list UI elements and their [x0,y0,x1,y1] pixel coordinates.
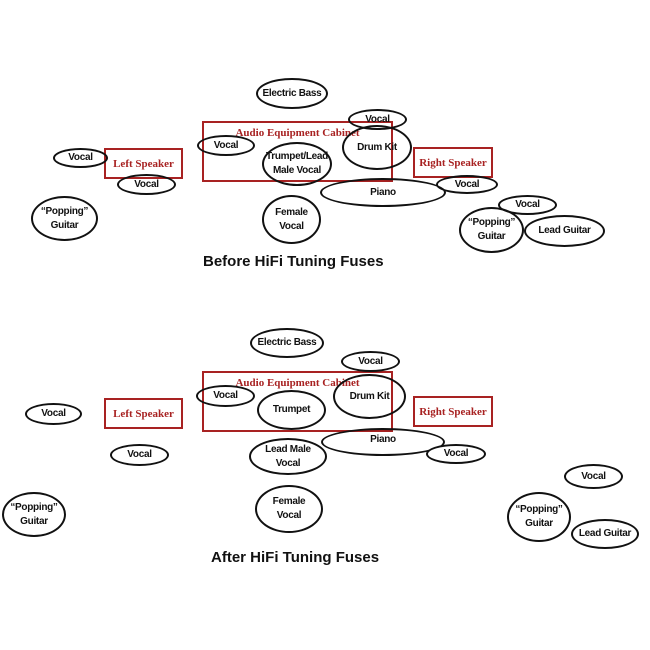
before-vocal-cabinet-label: Vocal [213,139,239,151]
before-right-speaker-label: Right Speaker [419,156,487,169]
after-trumpet-label: Trumpet [272,404,311,415]
after-audio-cabinet-label: Audio Equipment Cabinet [235,377,360,389]
after-vocal-right: Vocal [426,444,486,464]
after-popping-guitar-left-label: “Popping” Guitar [10,501,58,527]
before-trumpet-lead-male-vocal-label: Trumpet/Lead Male Vocal [266,151,328,176]
before-right-speaker-box: Right Speaker [413,147,493,178]
before-left-speaker-label: Left Speaker [113,157,174,170]
after-popping-guitar-left: “Popping” Guitar [2,492,66,537]
after-lead-guitar: Lead Guitar [571,519,639,549]
after-caption: After HiFi Tuning Fuses [211,549,380,566]
after-vocal-left: Vocal [110,444,169,466]
after-piano: Piano [321,428,445,456]
before-vocal-cabinet: Vocal [197,135,255,156]
before-trumpet-lead-male-vocal: Trumpet/Lead Male Vocal [262,142,332,186]
before-drum-kit-label: Drum Kit [357,141,397,153]
after-vocal-top: Vocal [341,351,400,372]
after-vocal-far-left: Vocal [25,403,82,425]
after-vocal-cabinet-label: Vocal [213,390,238,401]
after-popping-guitar-right: “Popping” Guitar [507,492,571,542]
before-vocal-far-right-label: Vocal [515,199,540,210]
after-vocal-right-label: Vocal [443,448,469,459]
before-piano-label: Piano [370,186,396,198]
after-electric-bass: Electric Bass [250,328,324,358]
before-vocal-left-outer-label: Vocal [68,152,93,163]
after-popping-guitar-right-label: “Popping” Guitar [515,504,563,529]
before-caption: Before HiFi Tuning Fuses [203,253,384,270]
before-lead-guitar: Lead Guitar [524,215,605,247]
after-vocal-far-right-label: Vocal [581,470,606,482]
after-right-speaker-box: Right Speaker [413,396,493,427]
before-electric-bass: Electric Bass [256,78,328,109]
after-trumpet: Trumpet [257,390,326,430]
after-vocal-far-right: Vocal [564,464,623,489]
after-vocal-cabinet: Vocal [196,385,255,407]
before-electric-bass-label: Electric Bass [262,87,322,99]
after-vocal-left-label: Vocal [127,449,152,460]
before-vocal-left-outer: Vocal [53,148,108,168]
before-vocal-left-inner-label: Vocal [134,178,159,190]
after-electric-bass-label: Electric Bass [257,337,317,348]
after-left-speaker-label: Left Speaker [113,407,174,420]
after-drum-kit: Drum Kit [333,374,406,419]
before-vocal-left-inner: Vocal [117,174,176,195]
after-female-vocal: Female Vocal [255,485,323,533]
before-vocal-right: Vocal [436,175,498,194]
before-popping-guitar-left-label: “Popping” Guitar [40,205,89,231]
after-left-speaker-box: Left Speaker [104,398,183,429]
before-female-vocal: Female Vocal [262,195,321,244]
after-right-speaker-label: Right Speaker [419,405,487,418]
before-vocal-right-label: Vocal [454,178,480,190]
after-female-vocal-label: Female Vocal [272,496,306,521]
before-drum-kit: Drum Kit [342,125,412,170]
before-piano: Piano [320,178,446,207]
after-vocal-far-left-label: Vocal [41,408,66,419]
before-popping-guitar-left: “Popping” Guitar [31,196,98,241]
before-vocal-top-label: Vocal [365,113,390,125]
after-lead-guitar-label: Lead Guitar [578,528,632,539]
before-lead-guitar-label: Lead Guitar [538,225,591,236]
after-vocal-top-label: Vocal [358,355,383,367]
before-popping-guitar-right: “Popping” Guitar [459,207,524,253]
before-audio-cabinet-label: Audio Equipment Cabinet [235,127,360,139]
before-popping-guitar-right-label: “Popping” Guitar [467,217,516,242]
after-lead-male-vocal-label: Lead Male Vocal [265,443,311,469]
before-female-vocal-label: Female Vocal [275,206,308,232]
after-piano-label: Piano [370,434,396,445]
after-drum-kit-label: Drum Kit [349,390,390,402]
after-lead-male-vocal: Lead Male Vocal [249,438,327,475]
before-vocal-far-right: Vocal [498,195,557,215]
